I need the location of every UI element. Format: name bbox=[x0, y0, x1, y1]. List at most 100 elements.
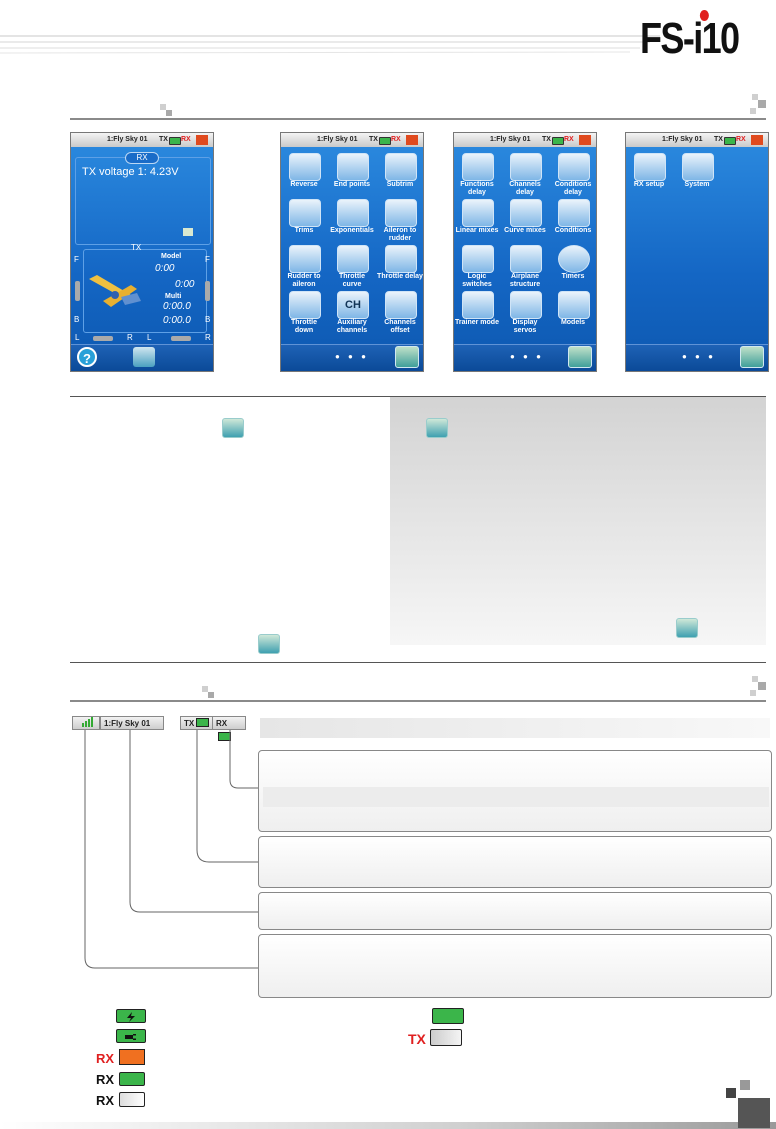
exponentials-icon[interactable] bbox=[337, 199, 369, 227]
functions-delay-icon[interactable] bbox=[462, 153, 494, 181]
throttle-down-icon[interactable] bbox=[289, 291, 321, 319]
menu-item-label: Subtrim bbox=[386, 181, 414, 188]
section-marker-icon bbox=[752, 94, 758, 100]
trim-label: L bbox=[75, 333, 80, 342]
menu-item-label: Reverse bbox=[290, 181, 318, 188]
section-marker-icon bbox=[758, 682, 766, 690]
trim-slider[interactable] bbox=[205, 281, 210, 301]
rx-label: RX bbox=[96, 1072, 115, 1087]
home-button[interactable] bbox=[568, 346, 592, 368]
throttle-curve-icon[interactable] bbox=[337, 245, 369, 273]
plugged-battery-icon bbox=[116, 1029, 146, 1043]
rx-error-icon bbox=[406, 135, 418, 145]
rudder-to-aileron-icon[interactable] bbox=[289, 245, 321, 273]
tx-battery-icon bbox=[552, 137, 564, 145]
section-marker-icon bbox=[750, 690, 756, 696]
trainer-mode-icon[interactable] bbox=[462, 291, 494, 319]
rx-label: RX bbox=[96, 1051, 115, 1066]
status-bar: 1:Fly Sky 01 TX RX bbox=[454, 133, 596, 147]
home-button[interactable] bbox=[740, 346, 764, 368]
logic-switches-icon[interactable] bbox=[462, 245, 494, 273]
rx-unknown-legend: RX bbox=[96, 1092, 145, 1110]
throttle-delay-icon[interactable] bbox=[385, 245, 417, 273]
menu-item-label: Timers bbox=[561, 273, 585, 280]
rx-setup-icon[interactable] bbox=[634, 153, 666, 181]
tx-indicator: TX bbox=[369, 136, 378, 143]
function-menu-page-2: 1:Fly Sky 01 TX RX Functions delay Chann… bbox=[453, 132, 597, 372]
system-icon[interactable] bbox=[682, 153, 714, 181]
callout-box-tx-battery bbox=[258, 836, 772, 888]
menu-item-label: Throttle down bbox=[290, 319, 318, 334]
rx-battery-field: RX bbox=[212, 716, 246, 741]
tx-label: TX bbox=[184, 719, 195, 728]
callout-box-rx-battery bbox=[258, 750, 772, 832]
rx-error-icon bbox=[196, 135, 208, 145]
tx-battery-icon bbox=[196, 718, 210, 727]
callout-box-signal bbox=[258, 934, 772, 998]
display-servos-icon[interactable] bbox=[510, 291, 542, 319]
channels-offset-icon[interactable] bbox=[385, 291, 417, 319]
signal-icon bbox=[183, 228, 193, 236]
section-marker-icon bbox=[166, 110, 172, 116]
rx-indicator: RX bbox=[391, 136, 401, 143]
menu-item-label: Throttle curve bbox=[338, 273, 366, 288]
rx-error-icon bbox=[579, 135, 591, 145]
conditions-icon[interactable] bbox=[558, 199, 590, 227]
rx-indicator: RX bbox=[564, 136, 574, 143]
tx-indicator: TX bbox=[159, 136, 168, 143]
rx-indicator: RX bbox=[181, 136, 191, 143]
model-name: 1:Fly Sky 01 bbox=[662, 136, 703, 143]
menu-item-label: Conditions delay bbox=[554, 181, 592, 196]
menu-icon bbox=[222, 418, 244, 438]
rx-error-icon bbox=[751, 135, 763, 145]
linear-mixes-icon[interactable] bbox=[462, 199, 494, 227]
help-icon[interactable]: ? bbox=[77, 347, 97, 367]
multi-timer-2: 0:00.0 bbox=[163, 315, 191, 326]
menu-item-label: Throttle delay bbox=[377, 273, 423, 280]
menu-item-label: Rudder to aileron bbox=[287, 273, 321, 288]
menu-icon bbox=[426, 418, 448, 438]
channels-delay-icon[interactable] bbox=[510, 153, 542, 181]
conditions-delay-icon[interactable] bbox=[558, 153, 590, 181]
curve-mixes-icon[interactable] bbox=[510, 199, 542, 227]
rx-full-battery-icon bbox=[118, 1072, 145, 1086]
trim-slider[interactable] bbox=[75, 281, 80, 301]
menu-item-label: Airplane structure bbox=[509, 273, 541, 288]
home-icon bbox=[676, 618, 698, 638]
auxiliary-channels-icon[interactable]: CH bbox=[337, 291, 369, 319]
home-button[interactable] bbox=[395, 346, 419, 368]
full-battery-icon bbox=[432, 1008, 464, 1024]
reverse-icon[interactable] bbox=[289, 153, 321, 181]
trims-icon[interactable] bbox=[289, 199, 321, 227]
status-bar: 1:Fly Sky 01 TX RX bbox=[281, 133, 423, 147]
airplane-structure-icon[interactable] bbox=[510, 245, 542, 273]
page-indicator: ● ● ● bbox=[335, 352, 369, 361]
trim-label: L bbox=[147, 333, 152, 342]
model-name: 1:Fly Sky 01 bbox=[317, 136, 358, 143]
multi-timer-label: Multi bbox=[165, 293, 182, 300]
menu-item-label: Display servos bbox=[512, 319, 538, 334]
timers-icon[interactable] bbox=[558, 245, 590, 273]
callout-box-model-name bbox=[258, 892, 772, 930]
menu-item-label: Aileron to rudder bbox=[383, 227, 417, 242]
status-bar: 1:Fly Sky 01 TX RX bbox=[71, 133, 213, 147]
end-points-icon[interactable] bbox=[337, 153, 369, 181]
model-name: 1:Fly Sky 01 bbox=[107, 136, 148, 143]
signal-strength-icon bbox=[72, 716, 100, 730]
menu-item-label: Trims bbox=[294, 227, 314, 234]
rx-label: RX bbox=[216, 719, 228, 728]
models-icon[interactable] bbox=[558, 291, 590, 319]
section-marker-icon bbox=[208, 692, 214, 698]
header-lines bbox=[0, 35, 660, 54]
tx-low-legend: TX bbox=[408, 1029, 463, 1049]
menu-item-label: Auxiliary channels bbox=[336, 319, 368, 334]
trim-slider[interactable] bbox=[171, 336, 191, 341]
aileron-to-rudder-icon[interactable] bbox=[385, 199, 417, 227]
section-marker-icon bbox=[750, 108, 756, 114]
subtrim-icon[interactable] bbox=[385, 153, 417, 181]
model-timer-label: Model bbox=[161, 253, 182, 260]
menu-item-label: Exponentials bbox=[330, 227, 374, 234]
menu-button[interactable] bbox=[133, 347, 155, 367]
trim-slider[interactable] bbox=[93, 336, 113, 341]
menu-item-label: Channels offset bbox=[384, 319, 416, 334]
